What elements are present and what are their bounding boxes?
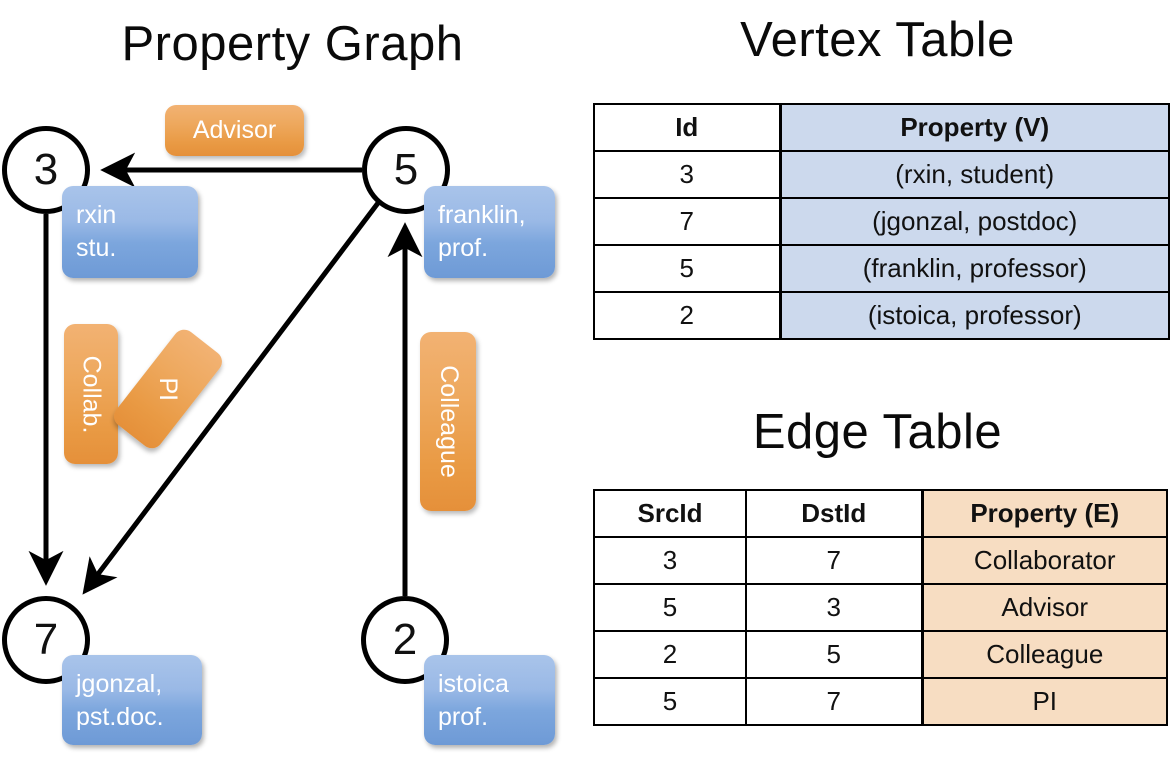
- vertex-row-3-id: 2: [593, 291, 782, 340]
- table-row[interactable]: 5 (franklin, professor): [593, 244, 1170, 293]
- vertex-row-0-id: 3: [593, 150, 782, 199]
- edge-row-2-property: Colleague: [921, 630, 1168, 679]
- vertex-table-header-row: Id Property (V): [593, 103, 1170, 152]
- edge-row-1-src: 5: [593, 583, 747, 632]
- vertex-table: Id Property (V) 3 (rxin, student) 7 (jgo…: [593, 103, 1170, 340]
- vertex-row-2-property: (franklin, professor): [779, 244, 1170, 293]
- edge-label-box-advisor: Advisor: [165, 105, 304, 156]
- edge-table: SrcId DstId Property (E) 3 7 Collaborato…: [593, 489, 1168, 726]
- edge-table-header-srcid: SrcId: [593, 489, 747, 538]
- page-title-property-graph: Property Graph: [121, 17, 464, 71]
- vertex-table-header-property: Property (V): [779, 103, 1170, 152]
- edge-row-3-property: PI: [921, 677, 1168, 726]
- page-title-vertex-table: Vertex Table: [740, 13, 1015, 67]
- edge-row-3-src: 5: [593, 677, 747, 726]
- edge-table-header-dstid: DstId: [745, 489, 924, 538]
- edge-label-collab-text: Collab.: [77, 355, 106, 433]
- table-row[interactable]: 5 3 Advisor: [593, 583, 1168, 632]
- table-row[interactable]: 5 7 PI: [593, 677, 1168, 726]
- vertex-property-jgonzal-line1: jgonzal,: [76, 670, 163, 698]
- graph-node-3-label: 3: [33, 145, 59, 194]
- edge-table-header-property: Property (E): [921, 489, 1168, 538]
- graph-node-7-label: 7: [33, 615, 59, 664]
- edge-row-0-property: Collaborator: [921, 536, 1168, 585]
- graph-edges-canvas: [28, 152, 423, 596]
- vertex-property-box-jgonzal: jgonzal, pst.doc.: [62, 655, 202, 745]
- edge-label-pi-text: PI: [154, 377, 183, 401]
- vertex-property-franklin-line2: prof.: [438, 234, 489, 262]
- vertex-table-header-id: Id: [593, 103, 782, 152]
- graph-node-2[interactable]: 2: [361, 596, 449, 684]
- edge-row-0-dst: 7: [745, 536, 924, 585]
- vertex-property-box-franklin: franklin, prof.: [424, 186, 555, 278]
- page-title-edge-table: Edge Table: [752, 405, 1003, 459]
- graph-node-5[interactable]: 5: [362, 126, 450, 214]
- edge-label-box-colleague: Colleague: [420, 332, 476, 511]
- vertex-property-rxin-line2: stu.: [76, 234, 117, 262]
- graph-node-2-label: 2: [392, 615, 418, 664]
- edge-row-1-property: Advisor: [921, 583, 1168, 632]
- edge-label-advisor-text: Advisor: [192, 116, 277, 144]
- vertex-row-0-property: (rxin, student): [779, 150, 1170, 199]
- vertex-property-rxin-line1: rxin: [76, 201, 117, 229]
- table-row[interactable]: 3 (rxin, student): [593, 150, 1170, 199]
- vertex-property-istoica-line2: prof.: [438, 703, 489, 731]
- edge-label-colleague-text: Colleague: [434, 365, 463, 478]
- vertex-property-istoica-line1: istoica: [438, 670, 509, 698]
- vertex-row-1-id: 7: [593, 197, 782, 246]
- vertex-row-2-id: 5: [593, 244, 782, 293]
- vertex-property-box-istoica: istoica prof.: [424, 655, 555, 745]
- edge-table-header-row: SrcId DstId Property (E): [593, 489, 1168, 538]
- table-row[interactable]: 3 7 Collaborator: [593, 536, 1168, 585]
- edge-row-2-dst: 5: [745, 630, 924, 679]
- graph-edge-pi: [82, 201, 380, 595]
- property-graph-panel: Property Graph 3 5 7 2: [2, 17, 555, 745]
- edge-row-1-dst: 3: [745, 583, 924, 632]
- table-row[interactable]: 2 (istoica, professor): [593, 291, 1170, 340]
- edge-row-3-dst: 7: [745, 677, 924, 726]
- table-row[interactable]: 2 5 Colleague: [593, 630, 1168, 679]
- vertex-property-jgonzal-line2: pst.doc.: [76, 703, 164, 731]
- graph-node-5-label: 5: [393, 145, 419, 194]
- vertex-row-3-property: (istoica, professor): [779, 291, 1170, 340]
- edge-label-box-collab: Collab.: [64, 324, 118, 464]
- edge-row-2-src: 2: [593, 630, 747, 679]
- vertex-row-1-property: (jgonzal, postdoc): [779, 197, 1170, 246]
- table-row[interactable]: 7 (jgonzal, postdoc): [593, 197, 1170, 246]
- vertex-property-franklin-line1: franklin,: [438, 201, 526, 229]
- vertex-property-box-rxin: rxin stu.: [62, 186, 198, 278]
- edge-row-0-src: 3: [593, 536, 747, 585]
